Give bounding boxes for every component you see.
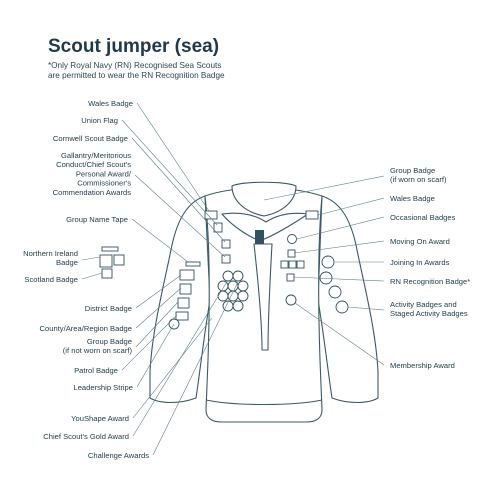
joining-in-award-1: [280, 260, 289, 269]
left-label-0: Wales Badge: [88, 99, 133, 108]
left-label-6: Scotland Badge: [24, 275, 78, 284]
right-labels: Group Badge(if worn on scarf) Wales Badge…: [390, 166, 470, 370]
leader-lines: [81, 102, 385, 456]
right-badges: [280, 210, 349, 314]
group-name-tape: [185, 261, 201, 267]
left-label-12: YouShape Award: [71, 414, 129, 423]
joining-in-award-3: [296, 260, 305, 269]
right-label-5: RN Recognition Badge*: [390, 277, 470, 286]
left-label-10: Patrol Badge: [74, 366, 118, 375]
gallantry-badge: [221, 254, 231, 264]
left-badges: [99, 210, 249, 330]
left-label-8: County/Area/Region Badge: [40, 324, 132, 333]
county-badge: [179, 283, 192, 295]
membership-award: [285, 294, 297, 306]
left-label-2: Cornwell Scout Badge: [53, 134, 128, 143]
leadership-stripe: [175, 311, 189, 321]
left-label-11: Leadership Stripe: [73, 383, 133, 392]
wales-badge-left: [204, 210, 218, 220]
left-label-7: District Badge: [85, 304, 132, 313]
page-title: Scout jumper (sea): [48, 36, 220, 57]
rn-recognition-tab: [286, 273, 295, 282]
right-label-3: Moving On Award: [390, 237, 450, 246]
left-label-14: Challenge Awards: [88, 451, 149, 460]
challenge-awards-cluster: [217, 270, 249, 312]
left-label-4: Group Name Tape: [66, 215, 128, 224]
right-label-0: Group Badge(if worn on scarf): [390, 166, 447, 184]
moving-on-award: [287, 249, 296, 258]
activity-badge-2: [328, 285, 342, 299]
wales-badge-right: [305, 210, 319, 220]
left-label-9: Group Badge(if not worn on scarf): [63, 337, 133, 355]
activity-badge-3: [335, 300, 349, 314]
left-label-13: Chief Scout's Gold Award: [43, 432, 129, 441]
joining-in-award-2: [288, 260, 297, 269]
district-badge: [179, 269, 195, 281]
right-label-2: Occasional Badges: [390, 213, 456, 222]
right-label-7: Membership Award: [390, 361, 455, 370]
patrol-badge: [177, 297, 190, 309]
left-label-1: Union Flag: [81, 116, 118, 125]
rn-note-line-1: *Only Royal Navy (RN) Recognised Sea Sco…: [48, 61, 222, 70]
right-label-1: Wales Badge: [390, 194, 435, 203]
union-flag-badge: [213, 222, 223, 233]
occasional-badge: [287, 234, 297, 244]
rn-note-line-2: are permitted to wear the RN Recognition…: [48, 71, 225, 80]
right-label-4: Joining In Awards: [390, 258, 450, 267]
rn-recognition-badge: [321, 255, 335, 269]
cornwell-badge: [221, 239, 231, 249]
